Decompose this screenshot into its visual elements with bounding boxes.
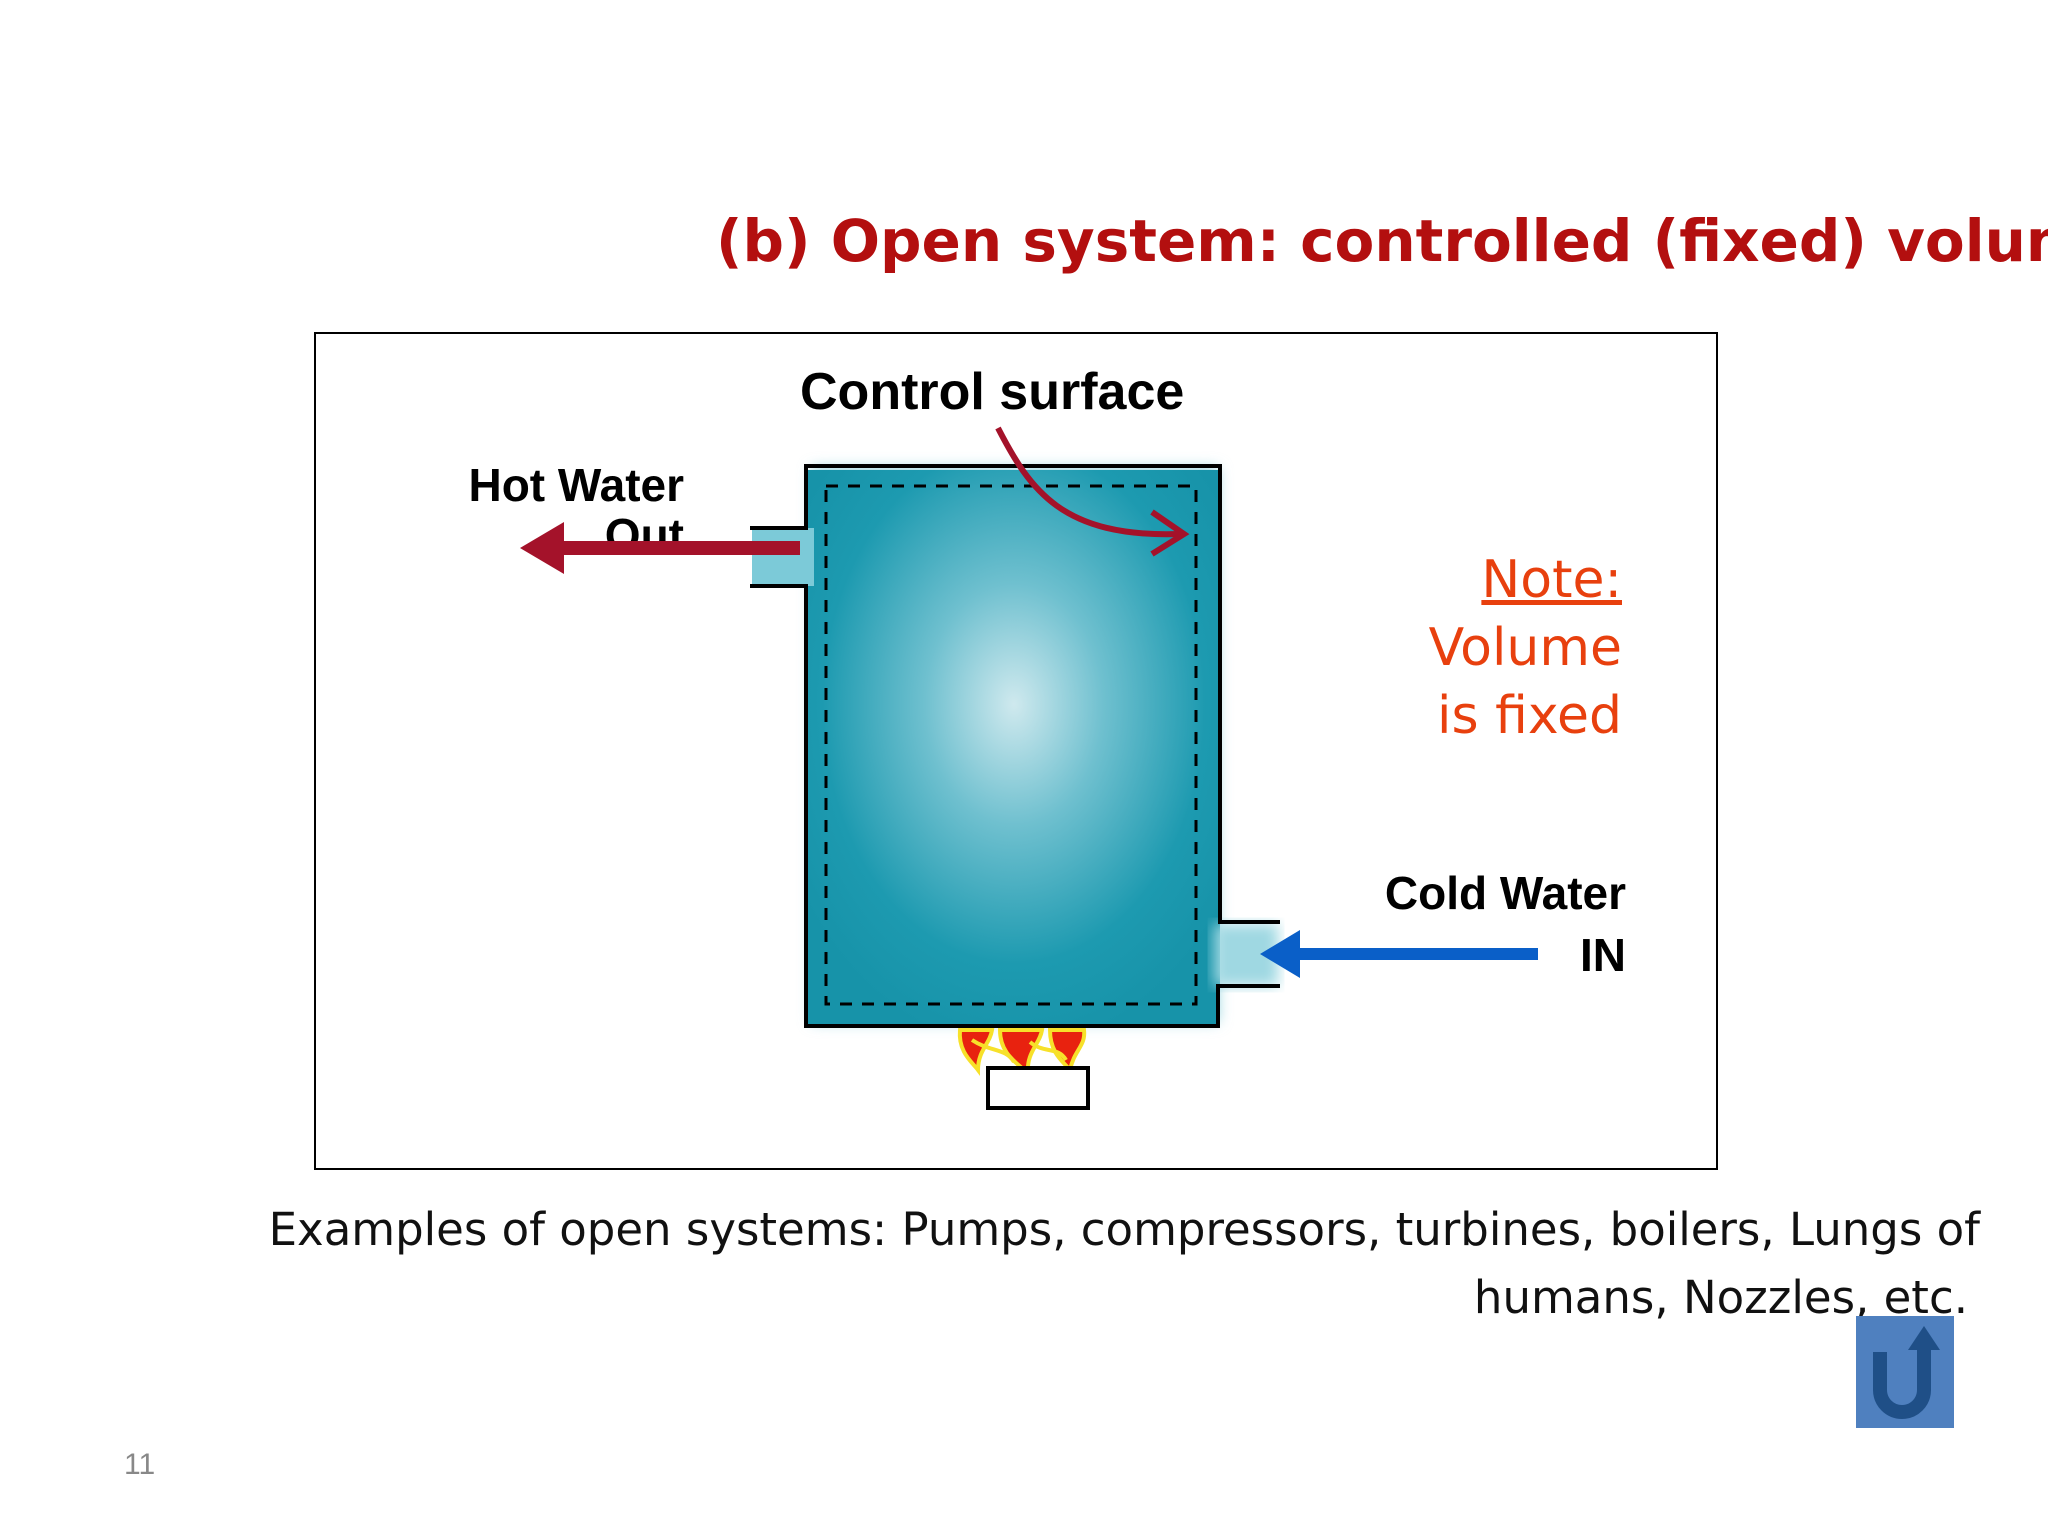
heater-label-line1: Water [946, 600, 1084, 656]
heater-label: Water Heater [880, 594, 1150, 730]
examples-text: Examples of open systems: Pumps, compres… [220, 1196, 1980, 1332]
cold-water-label-line2: IN [1580, 929, 1626, 981]
hot-water-label-line2: Out [604, 509, 684, 561]
note-line1: Volume [1428, 618, 1622, 678]
hot-water-label: Hot Water Out [444, 460, 684, 560]
hot-water-label-line1: Hot Water [468, 459, 684, 511]
control-volume-line1: (control [908, 756, 1102, 814]
control-volume-label: (control volume) [870, 752, 1140, 884]
control-volume-line2: volume) [905, 822, 1105, 880]
note-heading: Note: [1481, 550, 1622, 610]
examples-line2: humans, Nozzles, etc. [1473, 1271, 1968, 1324]
slide-title: (b) Open system: controlled (fixed) volu… [716, 207, 2048, 275]
note-box: Note: Volume is fixed [1380, 546, 1622, 750]
cold-water-label: Cold Water IN [1340, 862, 1626, 986]
note-line2: is fixed [1437, 686, 1622, 746]
page-number: 11 [124, 1448, 156, 1481]
return-button[interactable] [1856, 1316, 1954, 1428]
control-surface-label: Control surface [800, 363, 1185, 421]
examples-line1: Examples of open systems: Pumps, compres… [268, 1203, 1980, 1256]
heater-label-line2: Heater [937, 668, 1093, 724]
cold-water-label-line1: Cold Water [1384, 867, 1626, 919]
diagram-frame [314, 332, 1718, 1170]
